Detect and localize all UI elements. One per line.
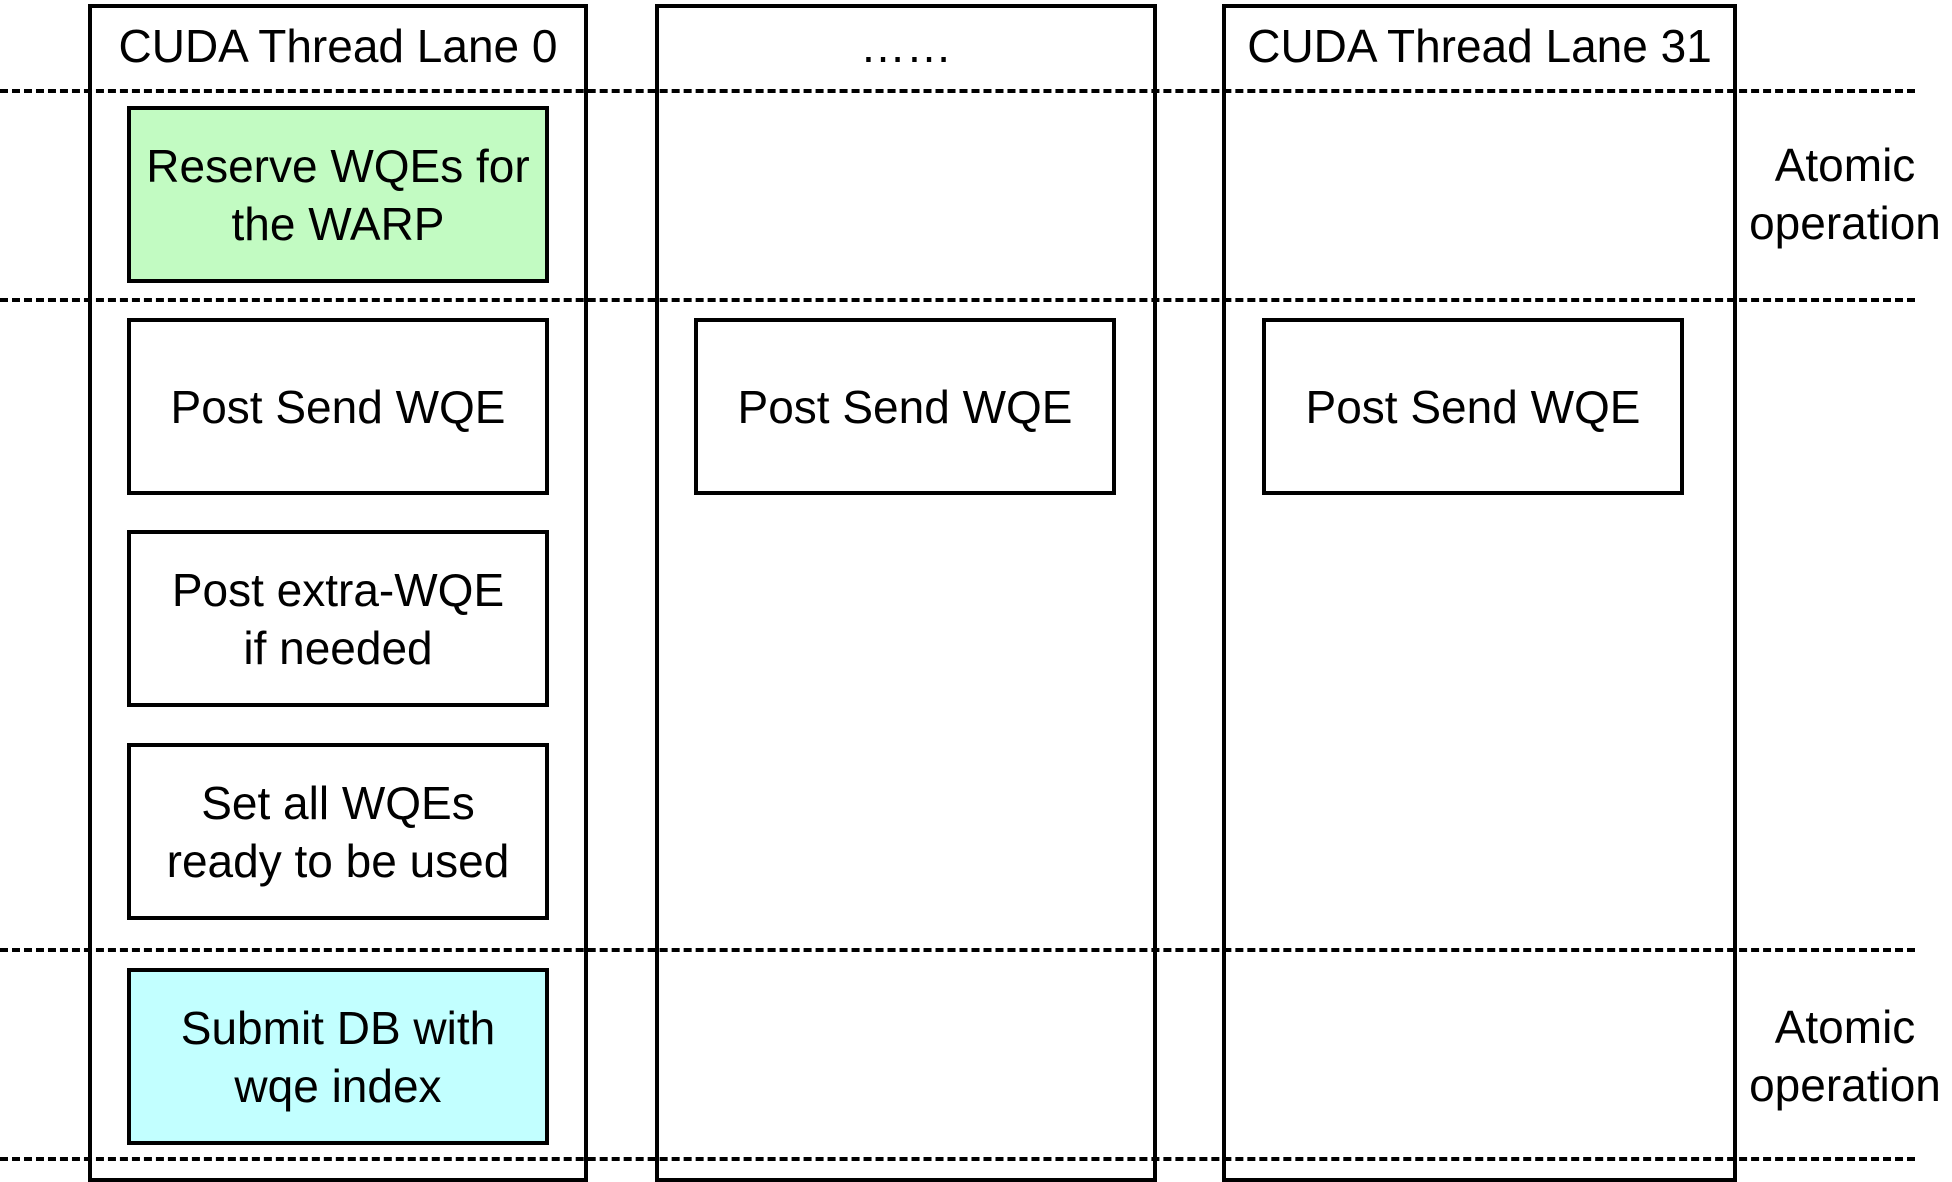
set-wqes-ready-box: Set all WQEs ready to be used <box>127 743 549 920</box>
reserve-wqes-box: Reserve WQEs for the WARP <box>127 106 549 283</box>
separator-bottom <box>0 1157 1915 1161</box>
lane-31-post-send-box: Post Send WQE <box>1262 318 1684 495</box>
lane-middle-post-send-box: Post Send WQE <box>694 318 1116 495</box>
lane-31-title: CUDA Thread Lane 31 <box>1247 20 1712 72</box>
atomic-operation-label-top: Atomic operation <box>1749 139 1941 249</box>
separator-atomic-top-end <box>0 298 1915 302</box>
atomic-operation-label-bottom: Atomic operation <box>1749 1001 1941 1111</box>
lane-0: CUDA Thread Lane 0 <box>88 4 588 1182</box>
lane-middle: …… <box>655 4 1157 1182</box>
separator-atomic-bottom-start <box>0 948 1915 952</box>
lane-31: CUDA Thread Lane 31 <box>1222 4 1737 1182</box>
submit-db-box: Submit DB with wqe index <box>127 968 549 1145</box>
lane-middle-title: …… <box>860 20 952 72</box>
separator-header <box>0 89 1915 93</box>
lane-0-title: CUDA Thread Lane 0 <box>118 20 558 72</box>
lane-0-post-send-box: Post Send WQE <box>127 318 549 495</box>
post-extra-wqe-box: Post extra-WQE if needed <box>127 530 549 707</box>
